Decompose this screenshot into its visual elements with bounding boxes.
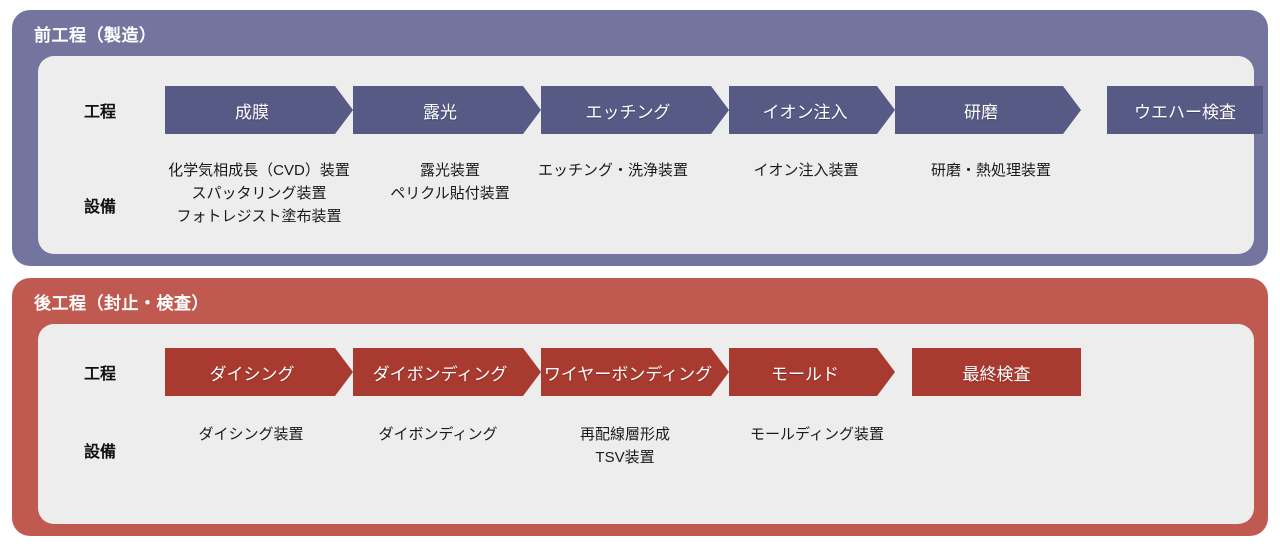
equipment-polishing: 研磨・熱処理装置 [930, 162, 1051, 179]
back-end-panel: 工程 設備 ダイシング ダイボンディング ワイヤーボンディング モールド 最終検… [38, 324, 1254, 524]
equipment-die-bonding: ダイボンディング [378, 426, 498, 443]
section-front-end: 前工程（製造） 工程 設備 成膜 露光 エッチング イオン注入 研磨 [12, 10, 1268, 266]
back-end-equipment-row-label: 設備 [83, 444, 116, 461]
process-step-label: ダイボンディング [372, 364, 508, 384]
process-step-ion-implantation[interactable]: イオン注入 [729, 86, 895, 134]
section-back-end-title: 後工程（封止・検査） [34, 294, 209, 313]
process-step-label: ダイシング [209, 364, 295, 384]
process-step-dicing[interactable]: ダイシング [165, 348, 353, 396]
process-step-label: 研磨 [964, 102, 998, 122]
back-end-process-row: ダイシング ダイボンディング ワイヤーボンディング モールド 最終検査 [38, 324, 1254, 524]
equipment-dicing: ダイシング装置 [198, 426, 304, 443]
section-back-end: 後工程（封止・検査） 工程 設備 ダイシング ダイボンディング ワイヤーボンディ… [12, 278, 1268, 536]
process-step-label: イオン注入 [762, 102, 848, 122]
process-step-die-bonding[interactable]: ダイボンディング [353, 348, 541, 396]
process-step-wire-bonding[interactable]: ワイヤーボンディング [541, 348, 729, 396]
front-end-equipment-row-label: 設備 [83, 199, 116, 216]
process-step-final-inspection[interactable]: 最終検査 [912, 348, 1081, 396]
section-front-end-title: 前工程（製造） [34, 26, 157, 45]
equipment-etching: エッチング・洗浄装置 [537, 162, 688, 179]
equipment-rdl-tsv: 再配線層形成 TSV装置 [579, 426, 670, 466]
process-step-label: モールド [771, 364, 839, 384]
back-end-process-row-label: 工程 [83, 366, 116, 383]
front-end-panel: 工程 設備 成膜 露光 エッチング イオン注入 研磨 [38, 56, 1263, 254]
process-step-label: 成膜 [235, 102, 269, 122]
front-end-process-row: 成膜 露光 エッチング イオン注入 研磨 ウエハー検査 [38, 56, 1263, 254]
process-step-label: 最終検査 [962, 364, 1031, 384]
process-step-lithography[interactable]: 露光 [353, 86, 541, 134]
process-step-wafer-inspection[interactable]: ウエハー検査 [1107, 86, 1263, 134]
process-step-label: 露光 [423, 102, 457, 122]
process-step-label: ウエハー検査 [1134, 102, 1236, 122]
equipment-deposition: 化学気相成長（CVD）装置 スパッタリング装置 フォトレジスト塗布装置 [168, 162, 350, 225]
process-step-label: ワイヤーボンディング [543, 364, 713, 384]
process-step-etching[interactable]: エッチング [541, 86, 729, 134]
process-step-mold[interactable]: モールド [729, 348, 895, 396]
process-step-label: エッチング [585, 102, 671, 122]
process-step-deposition[interactable]: 成膜 [165, 86, 353, 134]
equipment-ion-implantation: イオン注入装置 [753, 162, 859, 179]
equipment-lithography: 露光装置 ペリクル貼付装置 [390, 162, 510, 202]
equipment-molding: モールディング装置 [750, 426, 884, 443]
front-end-process-row-label: 工程 [83, 104, 116, 121]
process-step-polishing[interactable]: 研磨 [895, 86, 1081, 134]
